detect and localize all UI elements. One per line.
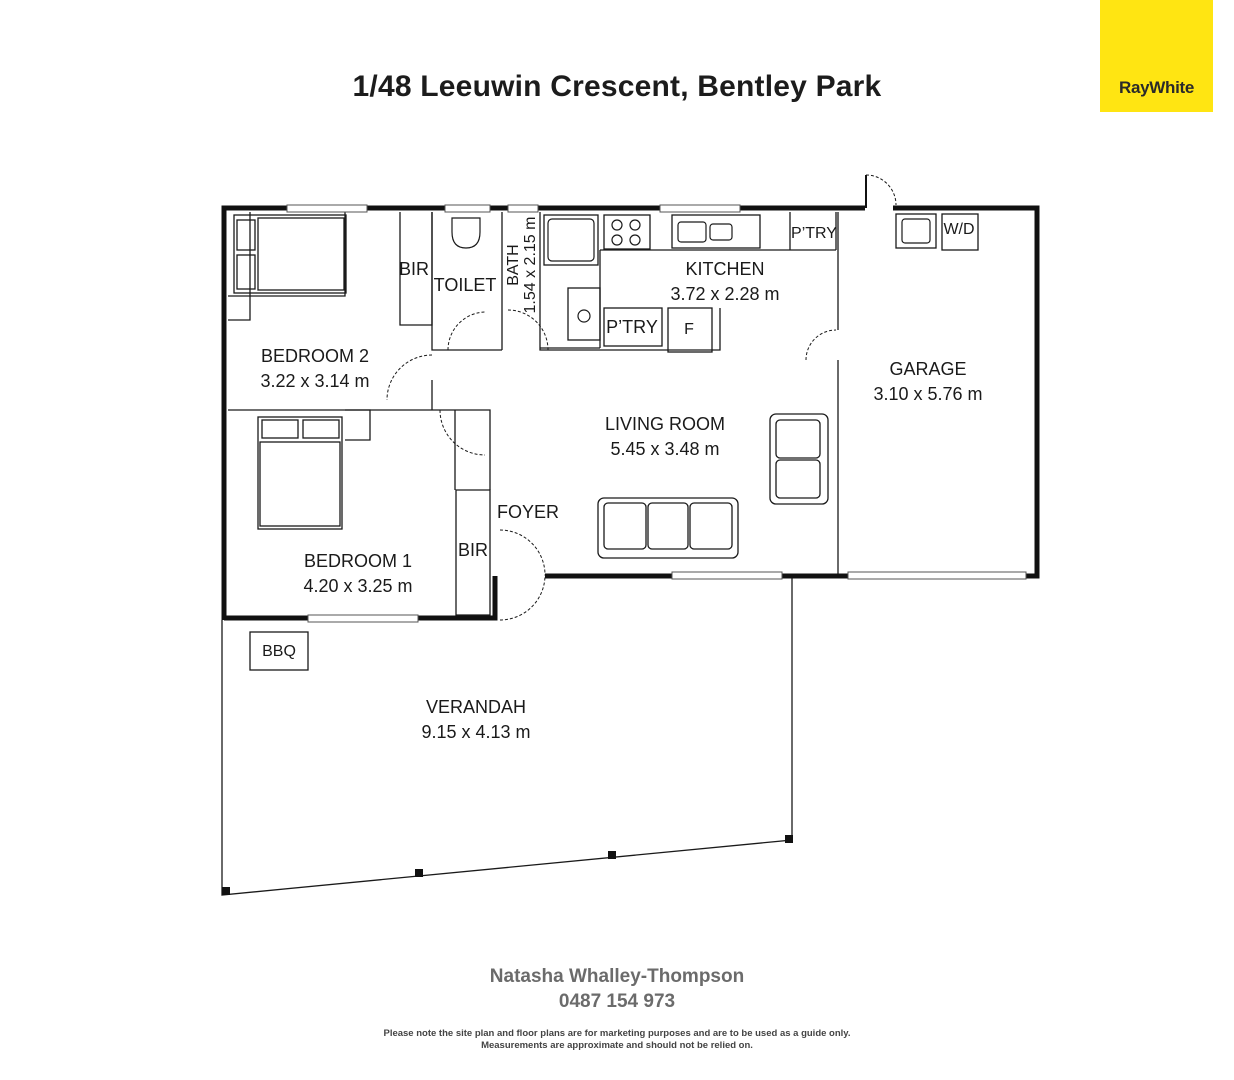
- brand-name: RayWhite: [1118, 78, 1195, 97]
- toilet-label: TOILET: [433, 275, 497, 295]
- exterior-wall: [221, 205, 865, 620]
- bir-bottom-label: BIR: [457, 540, 489, 560]
- bbq-box: [249, 631, 309, 671]
- pantry-small-label: P’TRY: [791, 225, 837, 242]
- fridge-label: F: [684, 321, 694, 338]
- plan-title: 1/48 Leeuwin Crescent, Bentley Park: [352, 70, 882, 103]
- pantry-large-label: P’TRY: [606, 317, 658, 337]
- verandah-outline: [221, 578, 793, 896]
- agent-phone[interactable]: 0487 154 973: [558, 991, 676, 1012]
- agent-name: Natasha Whalley-Thompson: [489, 966, 745, 987]
- raywhite-logo[interactable]: RayWhite: [1100, 0, 1213, 112]
- foyer-label: FOYER: [496, 502, 560, 522]
- disclaimer-line-2: Measurements are approximate and should …: [481, 1040, 753, 1051]
- disclaimer-line-1: Please note the site plan and floor plan…: [383, 1028, 851, 1039]
- washer-dryer-label: W/D: [943, 221, 975, 238]
- bbq-label: BBQ: [262, 643, 296, 660]
- bir-top-label: BIR: [398, 259, 430, 279]
